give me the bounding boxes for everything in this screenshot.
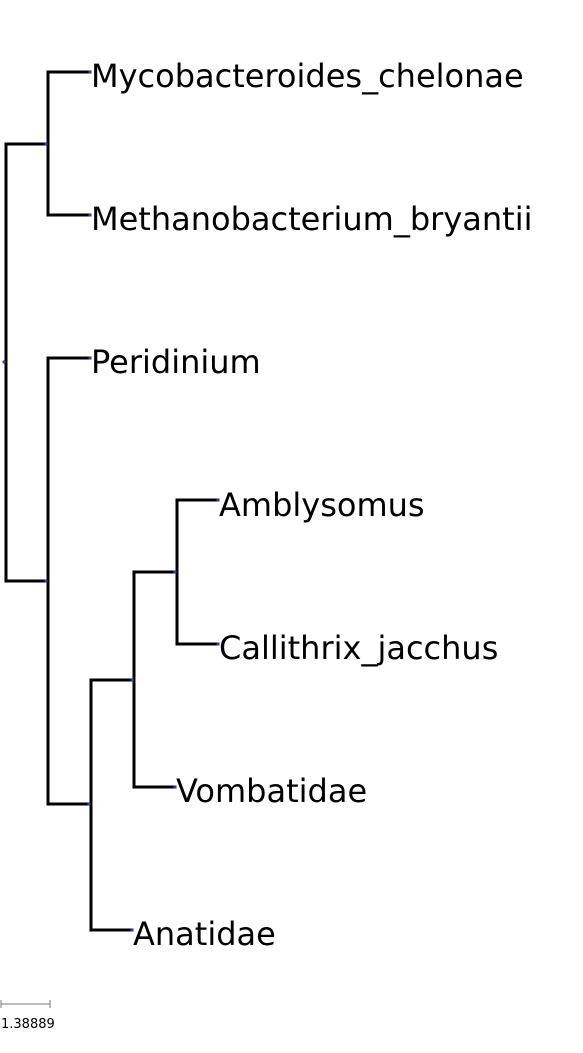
leaf-label-amblysomus: Amblysomus <box>219 486 425 524</box>
leaf-label-methanobacterium-bryantii: Methanobacterium_bryantii <box>91 200 532 238</box>
scale-bar-label: 1.38889 <box>1 1017 55 1032</box>
leaf-label-vombatidae: Vombatidae <box>176 772 367 810</box>
leaf-node-anatidae <box>130 928 134 932</box>
node-clade-e <box>173 570 177 574</box>
branch-root-to-clade-a <box>4 142 50 583</box>
branch-clade-d <box>132 570 179 789</box>
leaf-label-mycobacteroides-chelonae: Mycobacteroides_chelonae <box>91 57 524 95</box>
tree-labels: Mycobacteroides_chelonae Methanobacteriu… <box>91 57 532 953</box>
branch-clade-c <box>89 678 135 932</box>
branch-clade-e <box>175 498 220 646</box>
leaf-node-vombatidae <box>173 785 177 789</box>
scale-bar-line <box>0 1000 51 1008</box>
leaf-node-peridinium <box>88 356 92 360</box>
leaf-node-callithrix-jacchus <box>216 642 220 646</box>
node-clade-c <box>87 802 91 806</box>
branch-clade-a <box>46 70 92 217</box>
leaf-node-methanobacterium-bryantii <box>88 213 92 217</box>
leaf-label-callithrix-jacchus: Callithrix_jacchus <box>219 629 498 667</box>
branch-clade-b <box>46 356 93 806</box>
tree-nodes <box>2 70 220 932</box>
node-root <box>2 360 6 364</box>
scale-bar: 1.38889 <box>0 1000 55 1032</box>
node-clade-d <box>130 678 134 682</box>
node-clade-a <box>44 142 48 146</box>
node-clade-b <box>44 579 48 583</box>
leaf-label-anatidae: Anatidae <box>133 915 276 953</box>
tree-branches <box>4 70 220 932</box>
leaf-label-peridinium: Peridinium <box>91 343 261 381</box>
leaf-node-mycobacteroides-chelonae <box>88 70 92 74</box>
leaf-node-amblysomus <box>216 498 220 502</box>
